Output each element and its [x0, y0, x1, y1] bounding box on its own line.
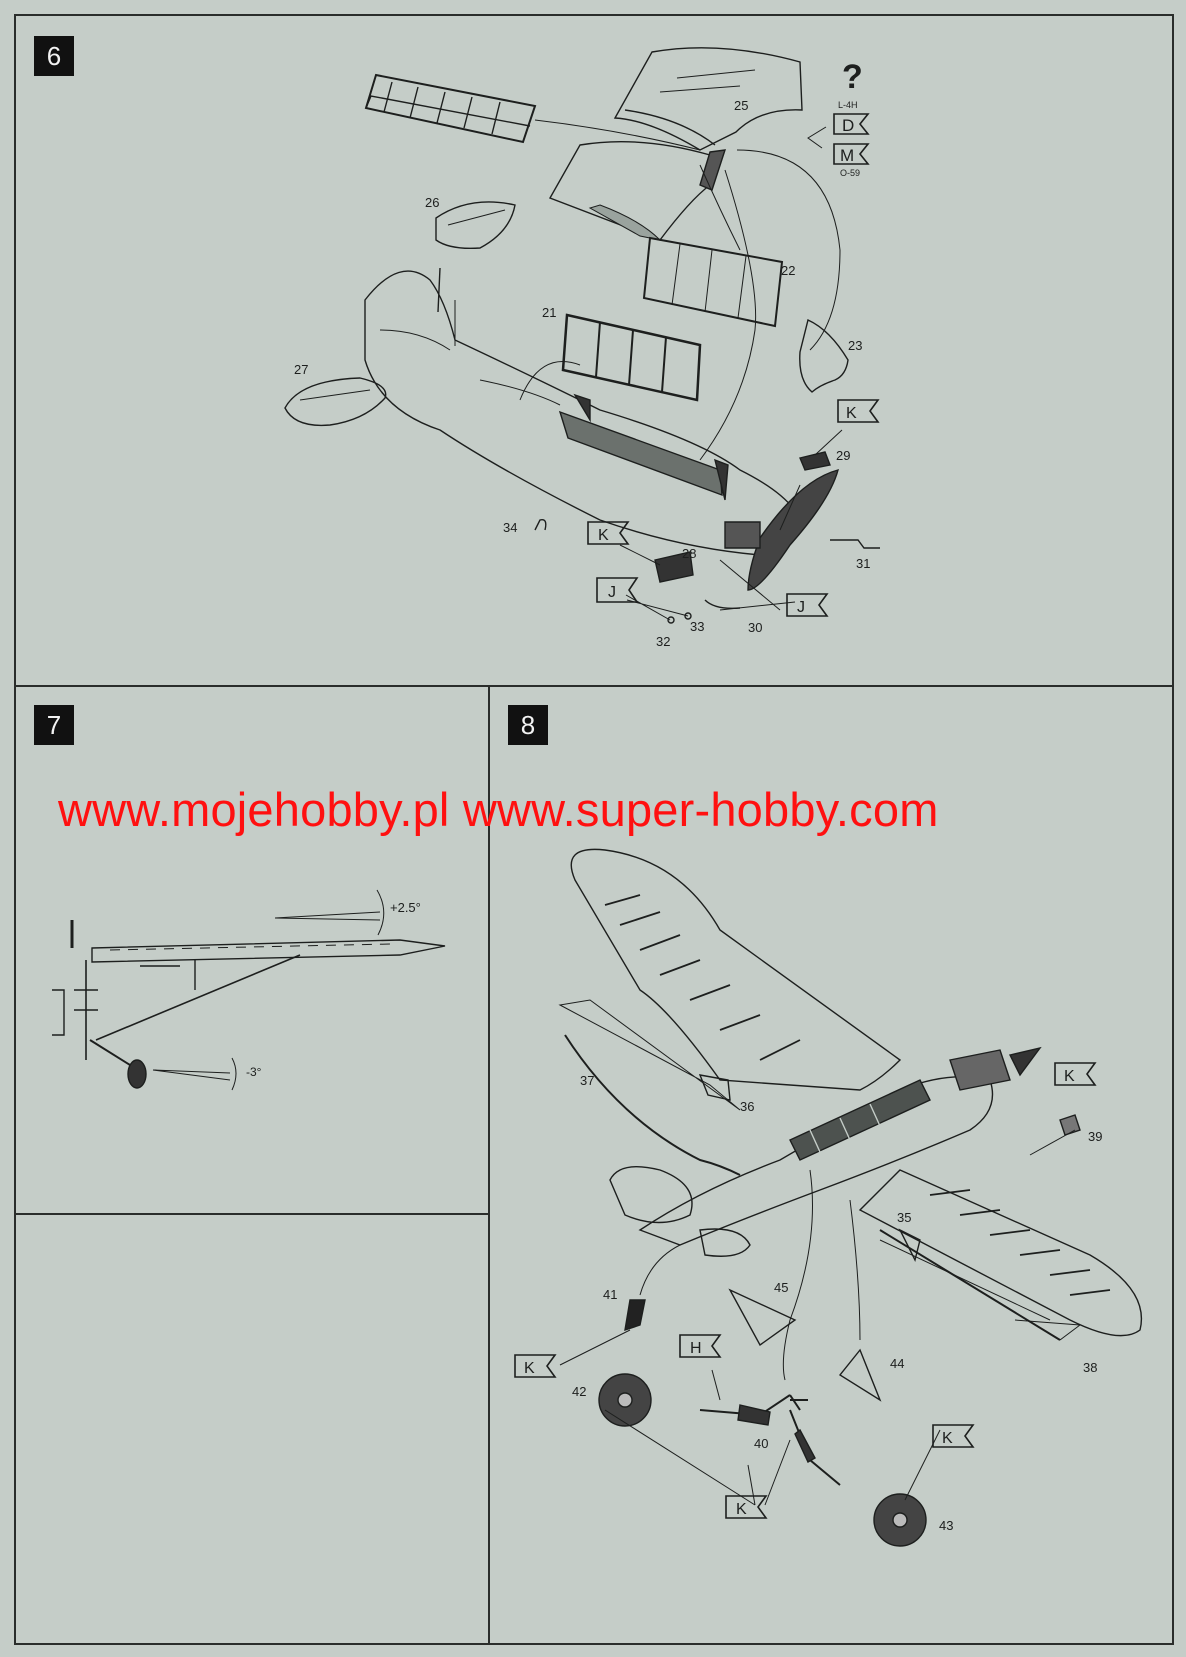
sprue-code-k1: K — [846, 405, 857, 422]
step6-exploded-view — [284, 47, 880, 624]
step7-side-view — [52, 889, 446, 1091]
part-label-26: 26 — [425, 195, 439, 210]
sprue-code-k2: K — [598, 527, 609, 544]
angle-label-minus: -3° — [246, 1065, 262, 1079]
part-label-32: 32 — [656, 634, 670, 649]
panel-outer — [14, 14, 1174, 1645]
sprue-code-j2: J — [797, 599, 805, 616]
step8-text: K K H K K 35 36 37 38 39 40 41 42 43 44 … — [524, 1068, 1102, 1533]
part-label-37: 37 — [580, 1073, 594, 1088]
part-label-45: 45 — [774, 1280, 788, 1295]
angle-label-plus: +2.5° — [390, 900, 421, 915]
part-label-42: 42 — [572, 1384, 586, 1399]
sprue-code-m: M — [840, 146, 854, 165]
sprue-code-h: H — [690, 1340, 702, 1357]
part-label-21: 21 — [542, 305, 556, 320]
step8-iso-view — [558, 848, 1143, 1547]
part-label-25: 25 — [734, 98, 748, 113]
step8-sprue-tags — [514, 1062, 1097, 1519]
step-number-7: 7 — [34, 705, 74, 745]
part-label-43: 43 — [939, 1518, 953, 1533]
step6-question-mark: ? — [842, 58, 863, 96]
step6-variant-bottom: O-59 — [840, 168, 860, 178]
part-label-38: 38 — [1083, 1360, 1097, 1375]
part-label-44: 44 — [890, 1356, 904, 1371]
part-label-23: 23 — [848, 338, 862, 353]
step7-text: +2.5° -3° — [246, 900, 421, 1079]
part-label-31: 31 — [856, 556, 870, 571]
part-label-30: 30 — [748, 620, 762, 635]
sprue-code-k-wheels: K — [736, 1501, 747, 1518]
sprue-code-k-39: K — [1064, 1068, 1075, 1085]
part-label-29: 29 — [836, 448, 850, 463]
part-label-33: 33 — [690, 619, 704, 634]
sprue-code-k-43: K — [942, 1430, 953, 1447]
part-label-34: 34 — [503, 520, 517, 535]
part-label-36: 36 — [740, 1099, 754, 1114]
step6-variant-top: L-4H — [838, 100, 858, 110]
step6-sprue-tags — [587, 113, 880, 617]
sprue-code-d: D — [842, 116, 854, 135]
part-label-39: 39 — [1088, 1129, 1102, 1144]
sprue-code-k-41: K — [524, 1360, 535, 1377]
part-label-41: 41 — [603, 1287, 617, 1302]
step-number-6: 6 — [34, 36, 74, 76]
watermark-urls: www.mojehobby.pl www.super-hobby.com — [58, 783, 939, 836]
sprue-code-j1: J — [608, 584, 616, 601]
part-label-35: 35 — [897, 1210, 911, 1225]
part-label-28: 28 — [682, 546, 696, 561]
part-label-40: 40 — [754, 1436, 768, 1451]
step-number-8: 8 — [508, 705, 548, 745]
part-label-22: 22 — [781, 263, 795, 278]
part-label-27: 27 — [294, 362, 308, 377]
step6-text: ? L-4H O-59 D M K K J J 21 22 23 25 26 2… — [294, 58, 870, 649]
